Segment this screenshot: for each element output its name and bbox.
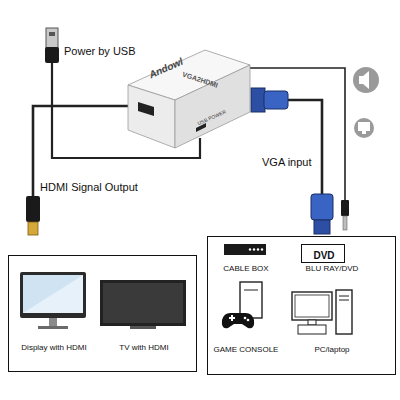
display-picture-part <box>23 275 83 313</box>
device-caption: CABLE BOX <box>223 265 268 274</box>
tv-picture-part <box>100 280 186 326</box>
dvd-logo-box: DVD <box>301 244 345 263</box>
speaker-icon <box>353 67 379 93</box>
audio-cable-part <box>236 68 345 200</box>
pc-picture-part <box>339 296 349 297</box>
game-console-picture-part <box>244 290 258 291</box>
converter-outline <box>128 40 252 150</box>
pc-picture-part <box>292 292 332 320</box>
vga-cable-part <box>286 100 322 196</box>
pc-picture-part <box>336 290 352 334</box>
speaker-icon-part <box>353 67 379 93</box>
output-devices-box: Display with HDMI TV with HDMI <box>8 255 197 372</box>
cable-label: HDMI Signal Output <box>40 181 138 194</box>
game-console-picture-part <box>247 319 250 322</box>
display-picture-part <box>38 326 68 329</box>
converter-face <box>175 65 250 148</box>
input-devices-box: CABLE BOX BLU RAY/DVD GAME CONSOLE PC/lapto… <box>207 236 396 375</box>
cable-box-picture <box>224 244 266 255</box>
vga-cable <box>251 88 333 234</box>
tv-picture-part <box>103 283 183 323</box>
vga-cable-part <box>311 194 333 220</box>
pc-picture-part <box>339 300 349 301</box>
display-picture-part <box>49 318 57 327</box>
game-console-picture <box>222 282 262 328</box>
device-caption: BLU RAY/DVD <box>306 265 359 274</box>
pc-picture <box>292 290 352 334</box>
hdmi-cable-part <box>26 196 40 222</box>
display-picture <box>20 272 86 329</box>
cable-box-picture-part <box>261 248 263 250</box>
hdmi-cable <box>26 106 142 235</box>
game-console-picture-part <box>222 313 254 328</box>
display-picture-part <box>23 275 83 313</box>
pc-picture-part <box>308 320 316 325</box>
pc-picture-part <box>298 325 326 334</box>
hdmi-cable-part <box>28 222 38 235</box>
hdmi-cable-part <box>33 106 142 198</box>
pc-picture-part <box>295 295 329 317</box>
cable-box-picture-part <box>257 248 259 250</box>
vga-cable-part <box>251 88 265 112</box>
usb-cable-part <box>49 32 55 36</box>
device-caption: Display with HDMI <box>21 344 86 353</box>
cable-box-picture-part <box>253 248 255 250</box>
tv-picture-part <box>130 326 156 329</box>
audio-cable-part <box>341 200 349 216</box>
vga-cable-part <box>264 91 288 109</box>
game-console-picture-part <box>240 282 262 318</box>
vga-cable-part <box>314 220 330 234</box>
cable-box-picture-part <box>249 248 251 250</box>
display-picture-part <box>20 272 86 318</box>
game-console-picture-part <box>244 317 247 320</box>
device-caption: TV with HDMI <box>119 344 168 353</box>
device-caption: GAME CONSOLE <box>214 346 279 355</box>
converter-box: AndowlVGA2HDMIUSB POWER <box>128 40 252 150</box>
dvd-logo: DVD <box>313 249 334 260</box>
game-console-picture-part <box>231 315 233 321</box>
hdmi-port <box>138 102 154 116</box>
usb-cable-part <box>45 47 59 63</box>
audio-cable <box>236 68 349 230</box>
usb-cable-part <box>46 28 58 48</box>
monitor-icon <box>354 118 374 138</box>
tv-picture <box>100 280 186 329</box>
audio-cable-part <box>343 216 347 230</box>
speaker-icon-part <box>359 71 369 89</box>
monitor-icon-part <box>354 118 374 138</box>
cable-box-picture-part <box>224 244 266 255</box>
converter-face <box>128 85 175 148</box>
monitor-icon-part <box>362 131 366 134</box>
monitor-icon-part <box>358 122 370 131</box>
device-caption: PC/laptop <box>314 346 349 355</box>
cable-label: Power by USB <box>64 45 136 58</box>
cable-label: VGA input <box>262 156 312 169</box>
